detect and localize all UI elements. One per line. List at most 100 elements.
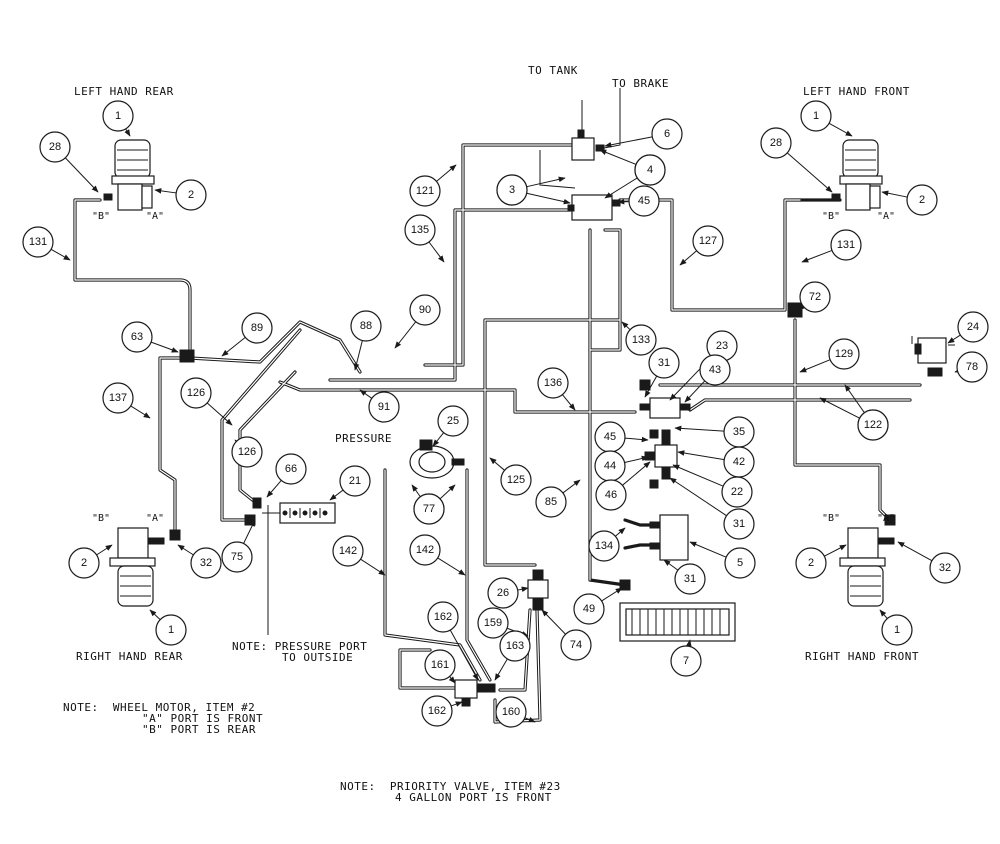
- callout-circle: [368, 391, 400, 423]
- callout-leader: [177, 544, 194, 556]
- callout-number: 26: [497, 587, 509, 599]
- callout-2: 2: [68, 544, 113, 579]
- callout-circle: [68, 547, 100, 579]
- callout-leader: [221, 336, 246, 357]
- callout-161: 161: [424, 649, 456, 684]
- callout-leader: [621, 321, 631, 331]
- wheel-motor-right-front: [839, 527, 895, 607]
- callout-number: 2: [919, 194, 925, 206]
- callout-number: 163: [506, 640, 524, 652]
- callout-28: 28: [39, 131, 99, 193]
- callout-1: 1: [102, 100, 134, 137]
- callout-63: 63: [121, 321, 179, 353]
- callout-leader: [797, 303, 805, 311]
- callout-circle: [496, 174, 528, 206]
- callout-number: 5: [737, 557, 743, 569]
- callout-number: 91: [378, 401, 390, 413]
- callout-circle: [723, 508, 755, 540]
- callout-leader: [517, 586, 529, 592]
- hose-highlight: [74, 144, 921, 723]
- callout-number: 25: [447, 415, 459, 427]
- callout-number: 131: [837, 239, 855, 251]
- callout-leader: [562, 479, 581, 494]
- note-pressure-port-line1: NOTE: PRESSURE PORT: [232, 640, 367, 653]
- callout-leader: [663, 559, 679, 571]
- callout-circle: [409, 534, 441, 566]
- callout-number: 137: [109, 392, 127, 404]
- callout-number: 32: [200, 557, 212, 569]
- hose-121: [423, 143, 577, 367]
- callout-leader: [677, 450, 725, 461]
- port-b-right-front: "B": [822, 513, 840, 524]
- callout-1: 1: [149, 609, 187, 646]
- callout-circle: [721, 476, 753, 508]
- note-pressure-port-line2: TO OUTSIDE: [282, 651, 353, 664]
- callout-number: 162: [428, 705, 446, 717]
- callout-leader: [601, 587, 623, 602]
- callout-leader: [684, 380, 706, 403]
- callout-number: 2: [188, 189, 194, 201]
- hose-137: [158, 356, 187, 532]
- callout-circle: [180, 377, 212, 409]
- callout-circle: [595, 479, 627, 511]
- callout-leader: [672, 464, 724, 487]
- callout-number: 23: [716, 340, 728, 352]
- note-wheel-motor-line2: "A" PORT IS FRONT: [142, 712, 263, 725]
- callout-circle: [674, 563, 706, 595]
- callout-circle: [339, 465, 371, 497]
- callout-leader: [786, 152, 833, 193]
- callout-number: 1: [813, 110, 819, 122]
- callout-88: 88: [350, 310, 382, 371]
- callout-leader: [50, 248, 71, 261]
- callout-leader: [154, 188, 177, 194]
- callout-leader: [439, 484, 456, 500]
- callout-134: 134: [588, 527, 626, 562]
- callout-number: 126: [187, 387, 205, 399]
- callout-number: 7: [683, 655, 689, 667]
- callout-number: 28: [770, 137, 782, 149]
- callout-121: 121: [409, 164, 457, 207]
- callout-number: 6: [664, 128, 670, 140]
- callout-number: 21: [349, 475, 361, 487]
- callout-circle: [830, 229, 862, 261]
- callout-leader: [524, 716, 536, 723]
- callout-circle: [477, 607, 509, 639]
- label-to-brake: TO BRAKE: [612, 77, 669, 90]
- callout-46: 46: [595, 461, 651, 511]
- callout-leader: [437, 557, 466, 576]
- callout-133: 133: [621, 321, 657, 356]
- tee-fitting-63: [179, 349, 195, 363]
- callout-159: 159: [477, 607, 529, 639]
- wheel-motor-left-rear: [103, 139, 155, 211]
- callout-162: 162: [421, 695, 463, 727]
- callout-number: 77: [423, 503, 435, 515]
- callout-leader: [149, 609, 161, 621]
- callout-31: 31: [669, 477, 755, 540]
- callout-leader: [679, 250, 697, 266]
- callout-circle: [102, 100, 134, 132]
- callout-2: 2: [795, 544, 847, 579]
- callout-leader: [562, 394, 576, 411]
- callout-leader: [686, 639, 692, 647]
- callout-26: 26: [487, 577, 529, 609]
- callout-leader: [394, 321, 417, 349]
- label-left-hand-rear: LEFT HAND REAR: [74, 85, 174, 98]
- callout-circle: [102, 382, 134, 414]
- callout-131: 131: [801, 229, 862, 263]
- callout-125: 125: [489, 457, 532, 496]
- callout-6: 6: [604, 118, 683, 150]
- callout-leader: [624, 455, 649, 464]
- callout-leader: [624, 436, 649, 443]
- callout-85: 85: [535, 479, 581, 518]
- callout-32: 32: [177, 544, 222, 579]
- callout-leader: [432, 432, 445, 447]
- callout-circle: [413, 493, 445, 525]
- callout-circle: [275, 453, 307, 485]
- callout-number: 127: [699, 235, 717, 247]
- callout-number: 2: [808, 557, 814, 569]
- callout-circle: [957, 311, 989, 343]
- callout-24: 24: [947, 311, 989, 344]
- callout-leader: [526, 192, 571, 205]
- port-b-left-rear: "B": [92, 211, 110, 222]
- callout-leader: [353, 340, 363, 371]
